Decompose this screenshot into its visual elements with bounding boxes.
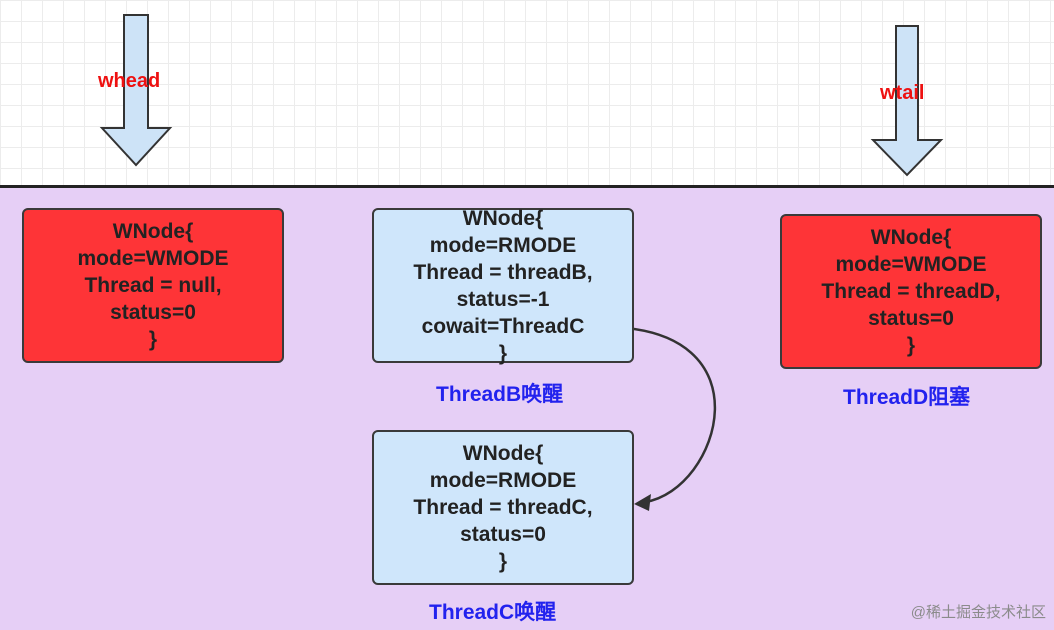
node-line: status=0 bbox=[460, 523, 546, 546]
node-line: } bbox=[498, 341, 508, 365]
node-line: WNode{ bbox=[870, 226, 952, 249]
grid-background bbox=[0, 0, 1054, 187]
whead-label: whead bbox=[98, 70, 161, 92]
queue-divider-line bbox=[0, 185, 1054, 188]
node-line: status=0 bbox=[110, 301, 196, 324]
wnode-threadD-write: WNode{ mode=WMODE Thread = threadD, stat… bbox=[780, 214, 1042, 369]
node-line: Thread = threadD, bbox=[821, 280, 1001, 303]
cowait-arrowhead bbox=[634, 494, 651, 511]
node-line: WNode{ bbox=[112, 220, 194, 243]
node-line: Thread = null, bbox=[84, 274, 222, 297]
cowait-connector bbox=[603, 325, 717, 504]
threadB-caption: ThreadB唤醒 bbox=[436, 383, 564, 406]
watermark: @稀土掘金技术社区 bbox=[910, 604, 1046, 621]
node-line: Thread = threadB, bbox=[413, 260, 593, 284]
node-line: mode=WMODE bbox=[77, 247, 229, 270]
wtail-label: wtail bbox=[880, 82, 925, 104]
threadD-caption: ThreadD阻塞 bbox=[843, 386, 971, 409]
wnode-threadC-read: WNode{ mode=RMODE Thread = threadC, stat… bbox=[372, 430, 634, 585]
whead-arrow bbox=[99, 14, 173, 167]
wnode-threadB-read: WNode{ mode=RMODE Thread = threadB, stat… bbox=[372, 206, 634, 365]
wnode-head-write: WNode{ mode=WMODE Thread = null, status=… bbox=[22, 208, 284, 363]
node-line: mode=RMODE bbox=[429, 469, 577, 492]
node-line: } bbox=[906, 334, 916, 357]
wtail-arrow bbox=[870, 25, 944, 177]
node-line: mode=WMODE bbox=[835, 253, 987, 276]
threadC-caption: ThreadC唤醒 bbox=[429, 601, 557, 624]
node-line: status=0 bbox=[868, 307, 954, 330]
node-line: WNode{ bbox=[462, 206, 544, 230]
node-line: } bbox=[148, 328, 158, 351]
node-line: Thread = threadC, bbox=[413, 496, 593, 519]
node-line: cowait=ThreadC bbox=[421, 314, 585, 338]
node-line: WNode{ bbox=[462, 442, 544, 465]
node-line: status=-1 bbox=[456, 287, 550, 311]
node-line: mode=RMODE bbox=[429, 233, 577, 257]
node-line: } bbox=[498, 550, 508, 573]
